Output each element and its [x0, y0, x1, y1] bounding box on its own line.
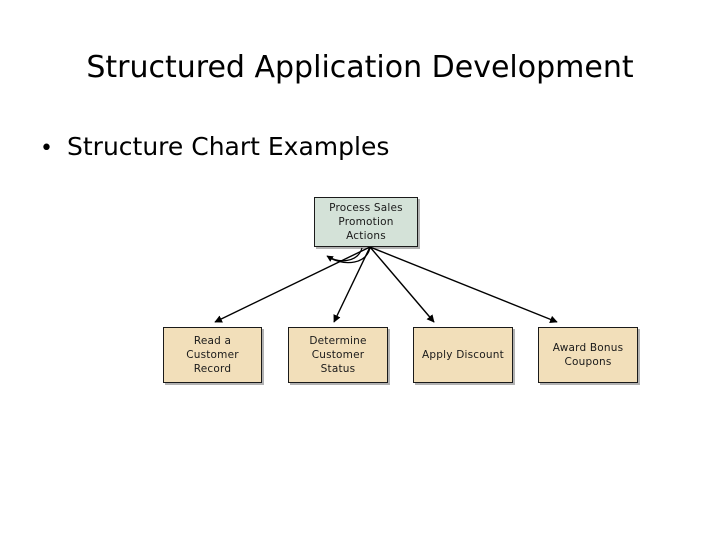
connector-root-to-apply-discount	[369, 246, 435, 323]
chart-node-process-sales-promotion-actions[interactable]: Process Sales Promotion Actions	[314, 197, 418, 247]
chart-node-read-a-customer-record[interactable]: Read a Customer Record	[163, 327, 262, 383]
bullet-item-label: Structure Chart Examples	[67, 132, 390, 161]
chart-node-label: Determine Customer Status	[309, 334, 367, 376]
connector-root-to-read-customer-record	[214, 246, 371, 323]
connector-root-to-award-bonus-coupons	[369, 246, 558, 323]
chart-node-label: Process Sales Promotion Actions	[329, 201, 403, 243]
data-couple-loop-secondary-icon	[329, 247, 371, 264]
connector-root-to-determine-customer-status	[333, 246, 371, 323]
bullet-marker-icon: •	[40, 136, 53, 161]
chart-node-label: Read a Customer Record	[186, 334, 239, 376]
chart-node-label: Award Bonus Coupons	[552, 341, 624, 368]
chart-node-apply-discount[interactable]: Apply Discount	[413, 327, 513, 383]
chart-node-determine-customer-status[interactable]: Determine Customer Status	[288, 327, 388, 383]
bullet-list-item: • Structure Chart Examples	[40, 133, 389, 161]
page-title: Structured Application Development	[86, 50, 634, 85]
chart-node-award-bonus-coupons[interactable]: Award Bonus Coupons	[538, 327, 638, 383]
chart-node-label: Apply Discount	[422, 348, 504, 361]
